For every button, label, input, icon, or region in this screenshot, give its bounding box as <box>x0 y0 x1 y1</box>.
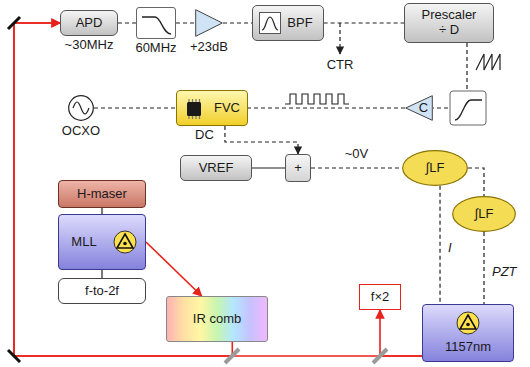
signal-wire <box>439 186 440 304</box>
node-label: IR comb <box>193 312 241 327</box>
node-label: MLL <box>71 235 96 250</box>
node-label: ∫LF <box>426 161 445 176</box>
laser-warning-triangle <box>460 315 476 329</box>
comb-box: IR comb <box>166 296 268 342</box>
filter-icon-frame <box>260 13 281 34</box>
signal-wire <box>118 22 136 23</box>
node-label: ∫LF <box>475 207 494 222</box>
signal-name: DC <box>193 128 216 143</box>
laser-burst <box>466 323 470 327</box>
signal-wire <box>223 22 252 23</box>
outline <box>406 96 433 121</box>
laser-box: MLL <box>58 214 146 270</box>
interferometer-box: f-to-2f <box>58 278 146 304</box>
node-label: VREF <box>199 161 234 176</box>
loop-filter: ∫LF <box>402 150 468 186</box>
laser-burst <box>123 242 127 246</box>
node-label: 1157nm <box>445 340 491 355</box>
bandpass-symbol <box>262 17 278 30</box>
counter-tap <box>339 23 340 54</box>
beam-splitter <box>225 349 239 363</box>
bandpass-filter: BPF <box>252 5 323 41</box>
converter-box: FVC <box>176 90 248 126</box>
outline <box>69 96 94 121</box>
detector-box: APD~30MHz <box>60 10 118 36</box>
signal-wire <box>248 107 405 108</box>
doubler-box: f×2 <box>359 284 401 310</box>
signal-wire <box>94 107 176 108</box>
edge-label: ~0V <box>343 147 371 162</box>
amplifier-symbol-outline <box>195 9 223 37</box>
spec-label: +23dB <box>190 40 228 55</box>
edge-label: PZT <box>490 265 519 280</box>
mirror <box>8 17 20 29</box>
signal-wire <box>324 22 404 23</box>
signal-name: CTR <box>325 58 356 73</box>
signal-wire <box>101 270 102 278</box>
signal-wire <box>483 232 484 304</box>
edge-label: I <box>446 241 454 256</box>
maser-box: H-maser <box>58 180 146 208</box>
node-label: f-to-2f <box>85 284 119 299</box>
amplifier-symbol: +23dB <box>195 9 223 37</box>
spec-label: 60MHz <box>135 41 176 56</box>
node-label: BPF <box>287 16 312 31</box>
outline <box>403 151 468 186</box>
signal-wire <box>176 22 195 23</box>
node-label: FVC <box>214 101 240 116</box>
pulse-train-symbol <box>285 94 349 104</box>
highpass-filter <box>450 91 486 125</box>
node-label: Prescaler ÷ D <box>418 8 480 38</box>
node-label: APD <box>76 16 103 31</box>
outline <box>453 197 516 232</box>
sawtooth-symbol <box>476 54 500 70</box>
signal-wire <box>252 167 285 168</box>
node-label: f×2 <box>371 290 389 305</box>
beam-splitter <box>373 349 387 363</box>
comparator-symbol: C <box>405 95 433 121</box>
chip-body <box>187 102 201 116</box>
laser-warning-triangle <box>117 234 133 248</box>
signal-wire <box>468 168 484 196</box>
lowpass-filter: 60MHz <box>136 7 176 39</box>
highpass-symbol <box>455 100 482 120</box>
node-label: C <box>419 101 428 116</box>
laser-box: 1157nm <box>422 304 514 362</box>
outline <box>196 10 223 37</box>
prescaler-box: Prescaler ÷ D <box>404 3 494 43</box>
node-label: H-maser <box>77 187 127 202</box>
laser-icon <box>457 312 479 334</box>
reference-box: VREF <box>180 155 252 181</box>
signal-wire <box>225 126 298 154</box>
laser-beam <box>14 23 422 356</box>
oscillator-symbol: OCXO <box>68 95 94 121</box>
spec-label: OCXO <box>62 124 100 139</box>
laser-icon <box>114 231 136 253</box>
laser-beam <box>146 242 202 296</box>
node-label: + <box>294 161 302 176</box>
summing-junction: + <box>285 154 311 182</box>
mirror <box>8 350 20 362</box>
lowpass-symbol <box>142 17 171 34</box>
loop-filter: ∫LF <box>452 196 516 232</box>
spec-label: ~30MHz <box>65 38 114 53</box>
sine-symbol <box>73 102 89 114</box>
signal-wire <box>311 167 402 168</box>
